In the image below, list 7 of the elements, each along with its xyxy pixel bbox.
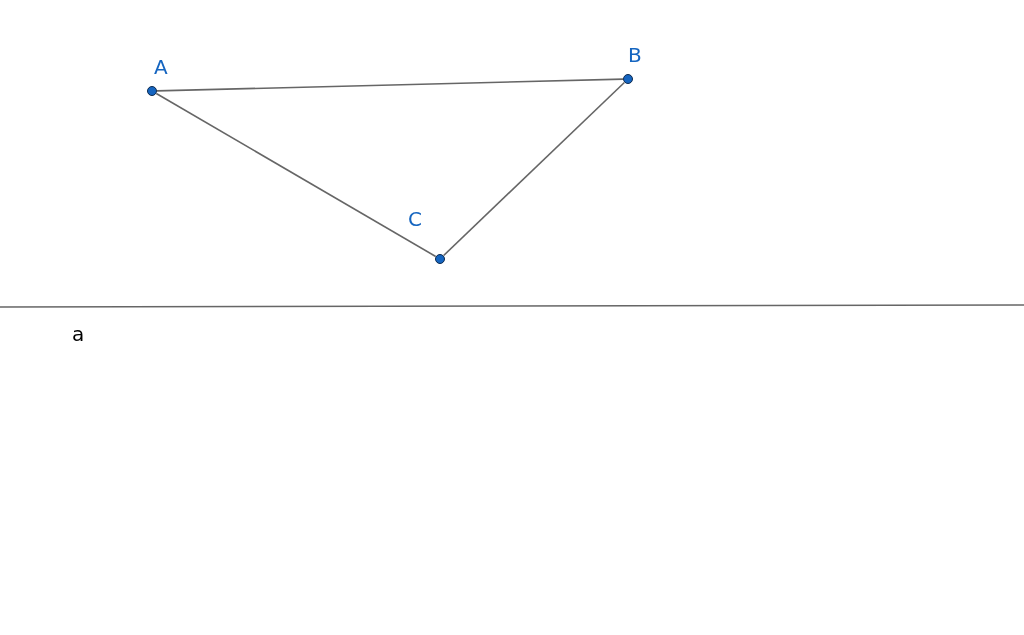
point-label: B: [628, 45, 642, 65]
line-segment: [156, 78, 624, 92]
line-segment: [155, 92, 437, 258]
point-label: C: [408, 209, 422, 229]
line-segment: [442, 81, 626, 257]
point-label: A: [154, 57, 168, 77]
line-label: a: [72, 323, 85, 345]
